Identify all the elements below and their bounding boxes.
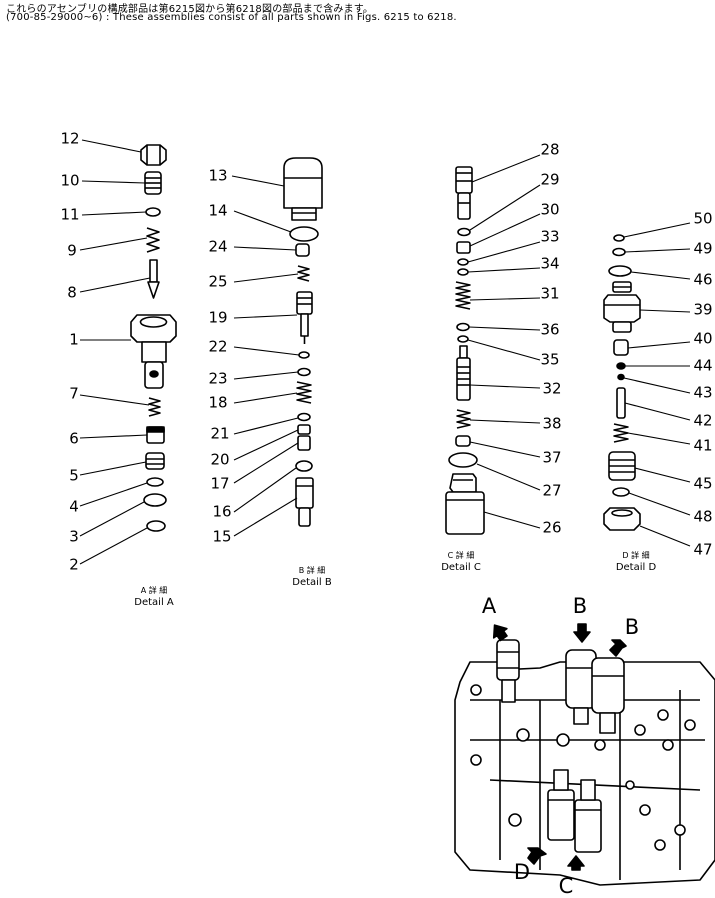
part-label: 45 [693,474,713,493]
view-marker-b: B [572,594,588,618]
part-label: 36 [540,320,560,339]
part-label: 38 [542,414,562,433]
part-label: 21 [210,424,230,443]
part-label: 35 [540,350,560,369]
detail-b-caption-en: Detail B [292,577,332,588]
part-label: 46 [693,270,713,289]
view-marker-d: D [513,860,531,884]
header-note-english: (700-85-29000~6) : These assemblies cons… [6,12,457,23]
part-label: 12 [60,129,80,148]
detail-d-caption-en: Detail D [615,562,657,573]
part-label: 18 [208,393,228,412]
part-label: 7 [69,384,79,403]
part-label: 32 [542,379,562,398]
part-label: 40 [693,329,713,348]
detail-b-caption-jp: B 詳 細 [298,566,326,575]
detail-c-caption-en: Detail C [441,562,481,573]
part-label: 15 [212,527,232,546]
detail-c-caption-jp: C 詳 細 [447,551,475,560]
part-label: 28 [540,140,560,159]
part-label: 26 [542,518,562,537]
detail-a-caption: A 詳 細 Detail A [134,585,173,609]
part-label: 37 [542,448,562,467]
part-label: 33 [540,227,560,246]
part-label: 44 [693,356,713,375]
part-label: 20 [210,450,230,469]
detail-d-caption-jp: D 詳 細 [622,551,650,560]
part-label: 11 [60,205,80,224]
header-note-japanese: これらのアセンブリの構成部品は第6215図から第6218図の部品まで含みます。 [6,4,374,15]
detail-c-caption: C 詳 細 Detail C [441,550,481,574]
part-label: 13 [208,166,228,185]
part-label: 14 [208,201,228,220]
view-marker-c: C [558,874,574,898]
part-label: 39 [693,300,713,319]
part-label: 17 [210,474,230,493]
part-label: 42 [693,411,713,430]
part-label: 43 [693,383,713,402]
part-label: 1 [69,330,79,349]
detail-c-parts [445,154,541,535]
view-marker-a: A [481,594,497,618]
part-label: 2 [69,555,79,574]
detail-b-caption: B 詳 細 Detail B [292,565,332,589]
part-label: 24 [208,237,228,256]
part-label: 23 [208,369,228,388]
part-label: 6 [69,429,79,448]
part-label: 16 [212,502,232,521]
view-marker-b-second: B [624,615,640,639]
part-label: 41 [693,436,713,455]
part-label: 29 [540,170,560,189]
part-label: 25 [208,272,228,291]
part-label: 8 [67,283,77,302]
part-label: 4 [69,497,79,516]
part-label: 22 [208,337,228,356]
part-label: 5 [69,466,79,485]
part-label: 30 [540,200,560,219]
part-label: 31 [540,284,560,303]
part-label: 19 [208,308,228,327]
detail-b-parts [231,157,323,537]
part-label: 9 [67,241,77,260]
detail-d-caption: D 詳 細 Detail D [616,550,656,574]
part-label: 3 [69,527,79,546]
part-label: 27 [542,481,562,500]
valve-block-assembly [454,639,715,886]
part-label: 34 [540,254,560,273]
part-label: 49 [693,239,713,258]
part-label: 50 [693,209,713,228]
detail-d-parts [603,222,691,547]
detail-a-parts [79,139,177,565]
part-label: 47 [693,540,713,559]
part-label: 48 [693,507,713,526]
detail-a-caption-jp: A 詳 細 [140,586,168,595]
part-label: 10 [60,171,80,190]
view-arrows [492,623,627,871]
detail-a-caption-en: Detail A [134,597,174,608]
